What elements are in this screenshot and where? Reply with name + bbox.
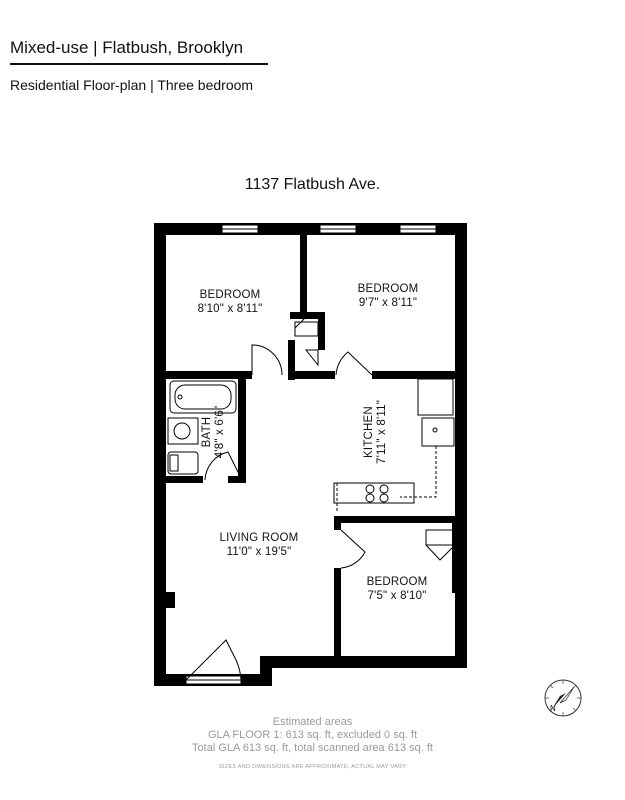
room-dimensions: 11'0" x 19'5" [227,546,292,558]
room-name: LIVING ROOM [220,532,299,544]
title-underline [10,63,268,65]
bath-fixtures [167,380,237,475]
exterior-walls [154,223,467,686]
room-name: BEDROOM [367,576,428,588]
room-bedroom-2: BEDROOM 9'7" x 8'11" [358,283,419,309]
plan-subtitle: Residential Floor-plan | Three bedroom [10,77,254,93]
room-kitchen: KITCHEN 7'11" x 8'11" [363,400,388,464]
plan-title: Mixed-use | Flatbush, Brooklyn [10,38,244,57]
room-dimensions: 8'10" x 8'11" [198,303,263,315]
footer-disclaimer: SIZES AND DIMENSIONS ARE APPROXIMATE, AC… [218,764,407,770]
room-dimensions: 7'5" x 8'10" [367,590,426,602]
footer-total-gla: Total GLA 613 sq. ft, total scanned area… [192,742,433,754]
interior-walls [166,235,455,660]
compass-icon: N [544,679,582,717]
footer-estimated-areas: Estimated areas [272,716,353,728]
kitchen-fixtures [333,378,455,513]
room-bedroom-1: BEDROOM 8'10" x 8'11" [198,289,263,315]
room-living: LIVING ROOM 11'0" x 19'5" [220,532,299,558]
doors [185,317,456,681]
room-dimensions: 9'7" x 8'11" [359,297,417,309]
room-name: BEDROOM [358,283,419,295]
room-name: KITCHEN [363,406,375,458]
room-bath: BATH 4'8" x 6'6" [201,406,226,458]
room-name: BEDROOM [200,289,261,301]
address-label: 1137 Flatbush Ave. [244,176,381,193]
compass-north-label: N [550,704,556,713]
room-name: BATH [201,417,213,448]
footer-gla-floor: GLA FLOOR 1: 613 sq. ft, excluded 0 sq. … [207,729,418,741]
room-dimensions: 4'8" x 6'6" [214,406,226,458]
room-dimensions: 7'11" x 8'11" [376,400,388,464]
room-bedroom-3: BEDROOM 7'5" x 8'10" [367,576,428,602]
